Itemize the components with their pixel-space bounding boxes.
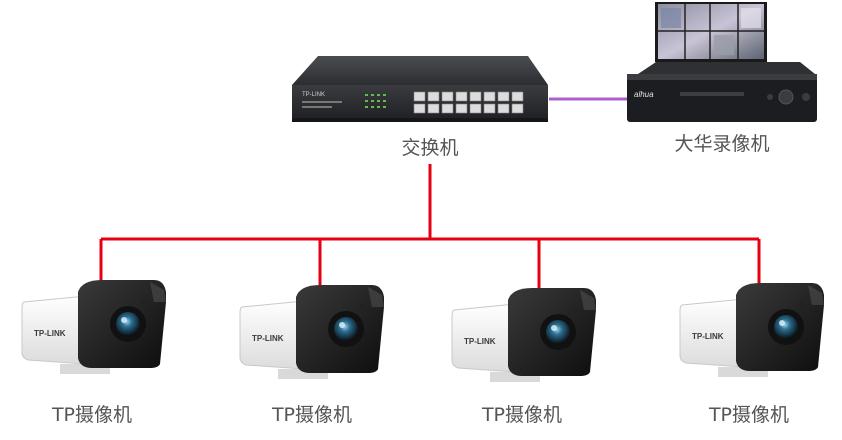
- camera-brand-text: TP-LINK: [34, 329, 66, 338]
- switch-port: [483, 103, 496, 114]
- switch-port: [427, 103, 440, 114]
- nvr-label-text: 大华录像机: [674, 133, 769, 155]
- monitor-screen: [655, 2, 767, 62]
- switch-brand-text: TP-LINK: [302, 92, 325, 98]
- nvr-label: 大华录像机: [674, 133, 769, 155]
- camera-3: TP-LINK: [451, 288, 596, 382]
- camera-label: TP摄像机: [271, 404, 352, 426]
- switch-port: [511, 91, 524, 102]
- camera-brand-text: TP-LINK: [692, 332, 724, 341]
- switch-port: [469, 103, 482, 114]
- camera-label: TP摄像机: [51, 404, 132, 426]
- nvr-brand-text: alhua: [634, 90, 654, 99]
- switch-port: [469, 91, 482, 102]
- switch-label: 交换机: [401, 137, 458, 159]
- switch-port: [427, 91, 440, 102]
- camera-brand-text: TP-LINK: [464, 337, 496, 346]
- nvr-device: alhua: [627, 2, 817, 122]
- camera-2: TP-LINK: [239, 285, 384, 379]
- switch-port: [441, 103, 454, 114]
- switch-port: [497, 103, 510, 114]
- camera-1: TP-LINK: [21, 280, 166, 374]
- connection-lines: [99, 97, 761, 290]
- switch-ports: [413, 91, 524, 114]
- switch-port: [455, 103, 468, 114]
- switch-label-text: 交换机: [401, 137, 458, 159]
- switch-port: [511, 103, 524, 114]
- switch-device: TP-LINK: [292, 56, 548, 122]
- switch-port: [441, 91, 454, 102]
- switch-port: [483, 91, 496, 102]
- camera-label: TP摄像机: [481, 404, 562, 426]
- camera-4: TP-LINK: [679, 283, 824, 377]
- switch-port: [413, 103, 426, 114]
- switch-port: [413, 91, 426, 102]
- camera-group: TP-LINK TP摄像机 TP-LINK TP摄像机 TP-LINK TP摄像机 TP-L…: [21, 280, 824, 426]
- switch-port: [455, 91, 468, 102]
- switch-port: [497, 91, 510, 102]
- camera-brand-text: TP-LINK: [252, 334, 284, 343]
- camera-label: TP摄像机: [708, 404, 789, 426]
